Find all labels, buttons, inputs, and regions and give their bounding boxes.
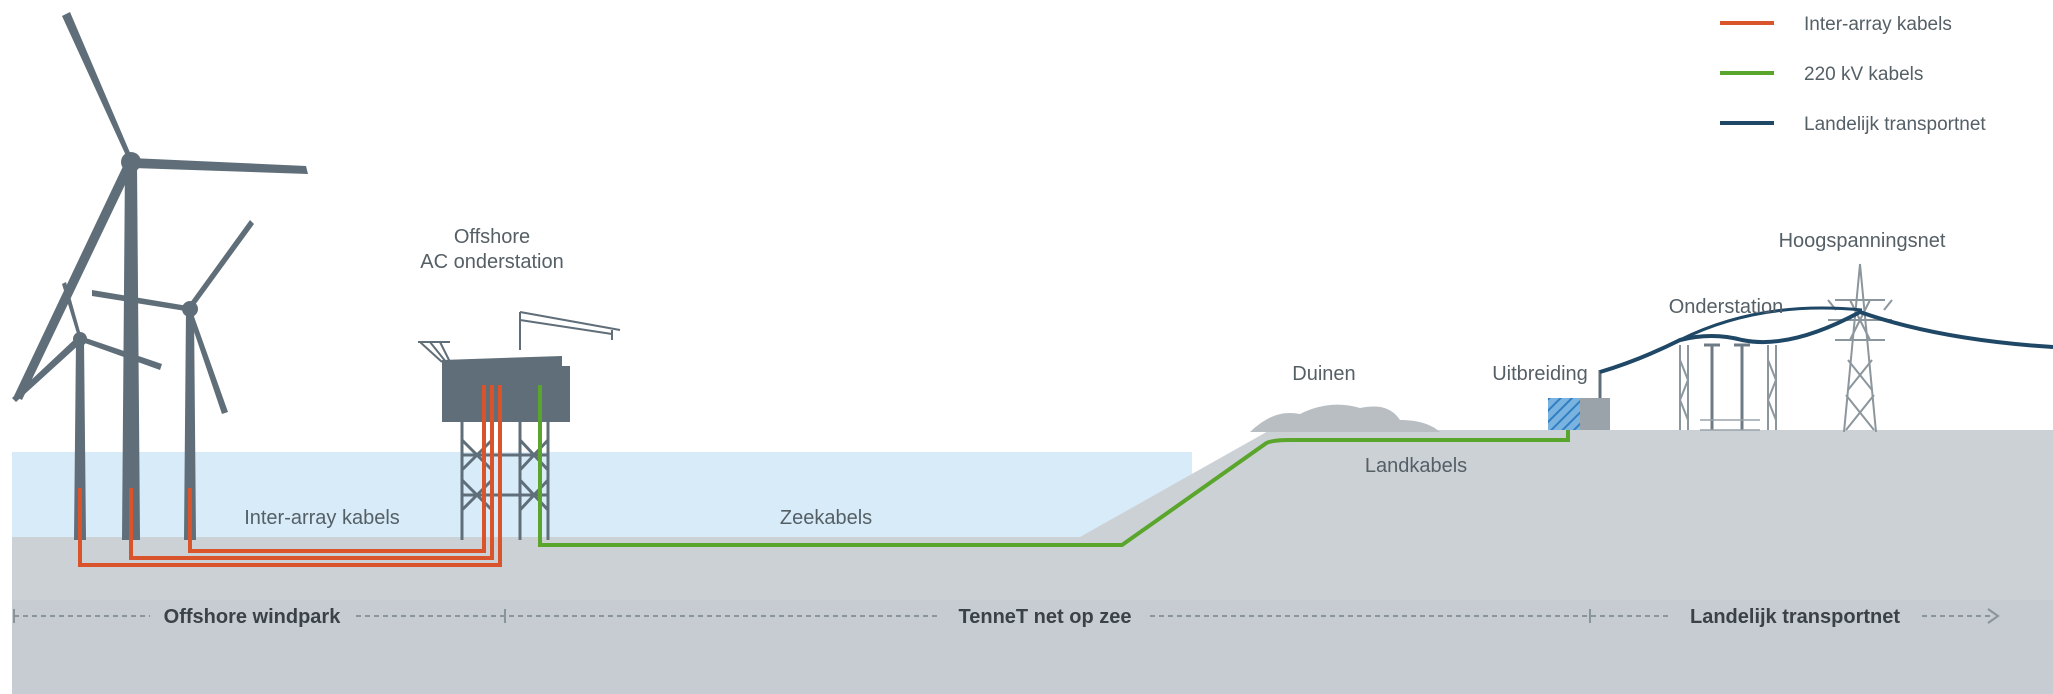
turbine-blade bbox=[62, 282, 82, 339]
uitbreiding-station bbox=[1548, 370, 1610, 430]
label-offshore-station-line1: Offshore bbox=[454, 226, 530, 248]
turbine-blade bbox=[14, 160, 134, 400]
label-zeekabels: Zeekabels bbox=[780, 507, 872, 529]
legend: Inter-array kabels 220 kV kabels Landeli… bbox=[1720, 14, 1986, 135]
inter-array-cables bbox=[78, 385, 502, 567]
turbine-blade bbox=[187, 220, 254, 309]
legend-label-transport: Landelijk transportnet bbox=[1804, 114, 1986, 135]
seabed-bottom bbox=[12, 600, 2053, 694]
turbine-tower-left bbox=[74, 340, 86, 540]
turbine-blade bbox=[131, 158, 308, 174]
label-onderstation: Onderstation bbox=[1669, 296, 1784, 318]
national-grid-line-upper bbox=[1679, 306, 1863, 342]
section-landelijk-transportnet: Landelijk transportnet bbox=[1690, 606, 1900, 628]
section-bar: Offshore windpark TenneT net op zee Land… bbox=[13, 606, 2000, 628]
section-tennet-net-op-zee: TenneT net op zee bbox=[959, 606, 1132, 628]
section-offshore-windpark: Offshore windpark bbox=[164, 606, 342, 628]
sea bbox=[12, 452, 1192, 537]
turbine-blade bbox=[92, 290, 192, 312]
turbine-blade bbox=[80, 336, 162, 370]
label-inter-array: Inter-array kabels bbox=[244, 507, 400, 529]
legend-label-inter-array: Inter-array kabels bbox=[1804, 14, 1952, 35]
turbine-blade bbox=[186, 308, 228, 414]
label-landkabels: Landkabels bbox=[1365, 455, 1467, 477]
cable-220kv bbox=[538, 385, 1570, 547]
turbine-tower-right bbox=[184, 310, 196, 540]
legend-label-220kv: 220 kV kabels bbox=[1804, 64, 1923, 85]
turbine-tower-main bbox=[122, 163, 140, 540]
transmission-tower bbox=[1827, 263, 1893, 433]
label-duinen: Duinen bbox=[1292, 363, 1355, 385]
onderstation-structure bbox=[1679, 343, 1777, 431]
turbine-blade bbox=[62, 12, 134, 162]
label-hoogspanningsnet: Hoogspanningsnet bbox=[1779, 230, 1946, 252]
turbine-blade bbox=[12, 337, 82, 402]
dunes bbox=[1250, 404, 1440, 432]
label-offshore-station-line2: AC onderstation bbox=[420, 251, 563, 273]
label-uitbreiding: Uitbreiding bbox=[1492, 363, 1588, 385]
wind-turbines bbox=[12, 12, 308, 540]
national-grid-line bbox=[1599, 309, 2053, 374]
